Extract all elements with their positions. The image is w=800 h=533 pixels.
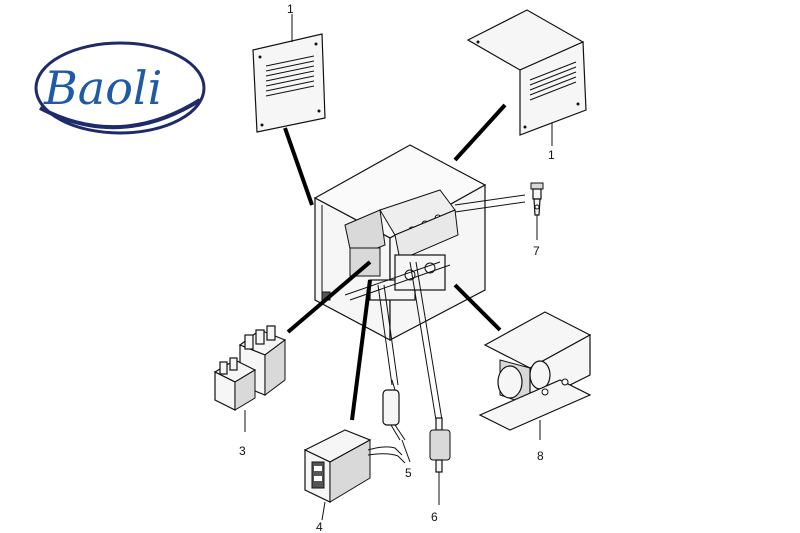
leader-panel-left — [283, 127, 314, 206]
leader-fuse-2 — [415, 261, 443, 421]
logo-text: Baoli — [43, 61, 162, 115]
leader-transformer — [453, 283, 502, 332]
baoli-logo: Baoli — [34, 41, 206, 135]
callout-3: 3 — [239, 444, 246, 458]
part-3-contactor — [213, 325, 287, 432]
logo-swoosh — [39, 98, 202, 130]
cover-panel-right — [466, 9, 587, 146]
leader-fuse — [409, 261, 437, 421]
callout-5: 5 — [405, 466, 412, 480]
leader-panel-right — [453, 103, 507, 162]
leader-capacitor-2 — [383, 284, 399, 386]
cover-panel-left — [252, 14, 326, 133]
part-6-fuse — [429, 417, 451, 505]
part-5-capacitor — [382, 379, 411, 463]
leader-capacitor — [377, 284, 393, 386]
leader-sensor-2 — [454, 201, 526, 213]
leader-control-module — [350, 279, 372, 421]
part-7-sensor — [530, 182, 544, 240]
leader-contactor — [286, 260, 372, 334]
callout-4: 4 — [316, 520, 323, 533]
callout-6: 6 — [431, 510, 438, 524]
callout-8: 8 — [537, 449, 544, 463]
main-cabinet — [313, 144, 487, 341]
part-4-control-module — [303, 429, 406, 521]
logo-ellipse — [34, 41, 206, 135]
part-8-transformer — [478, 311, 592, 440]
callout-1-left: 1 — [287, 2, 294, 16]
callout-1-right: 1 — [548, 148, 555, 162]
callout-7: 7 — [533, 244, 540, 258]
leader-sensor — [454, 194, 526, 206]
